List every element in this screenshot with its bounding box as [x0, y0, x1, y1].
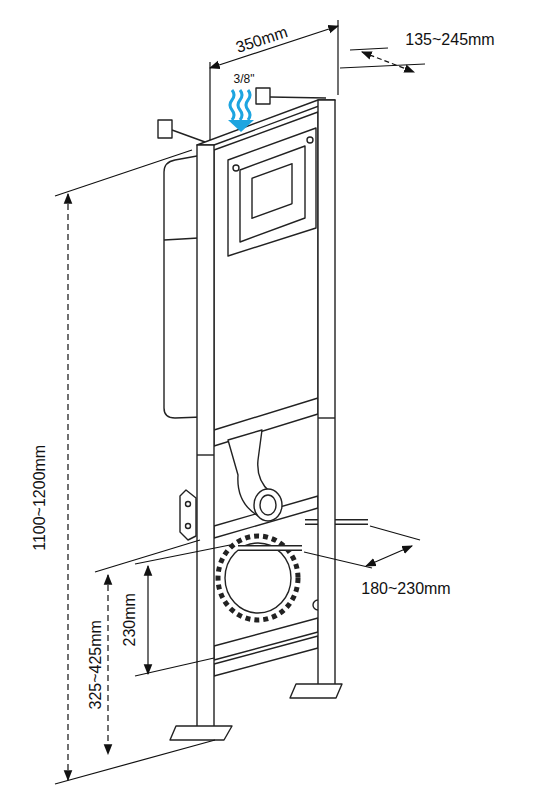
dimension-label: 180~230mm	[359, 580, 452, 598]
dimension-label: 230mm	[121, 591, 139, 648]
side-bracket	[180, 490, 196, 540]
dimension-line	[366, 546, 412, 566]
dimension-label: 325~425mm	[87, 618, 105, 711]
right-post	[318, 100, 335, 690]
dimension-label: 1100~1200mm	[31, 443, 49, 553]
left-post	[197, 145, 214, 735]
dimension-label: 350mm	[232, 23, 292, 57]
mounting-bolt	[305, 519, 368, 525]
dimension-line	[67, 194, 68, 780]
outlet	[254, 489, 282, 521]
wall-bracket	[256, 88, 270, 104]
water-inlet-arrow	[228, 90, 254, 132]
mounting-bolt	[238, 545, 302, 551]
dimension-label: 135~245mm	[403, 31, 496, 49]
dimension-line	[107, 575, 108, 754]
wall-bracket	[158, 120, 172, 138]
foot	[290, 684, 342, 698]
dimension-line	[147, 566, 148, 674]
foot	[170, 726, 232, 740]
dimension-line	[362, 52, 414, 72]
dimension-label: 3/8"	[232, 73, 257, 86]
flush-plate-opening	[228, 128, 316, 256]
